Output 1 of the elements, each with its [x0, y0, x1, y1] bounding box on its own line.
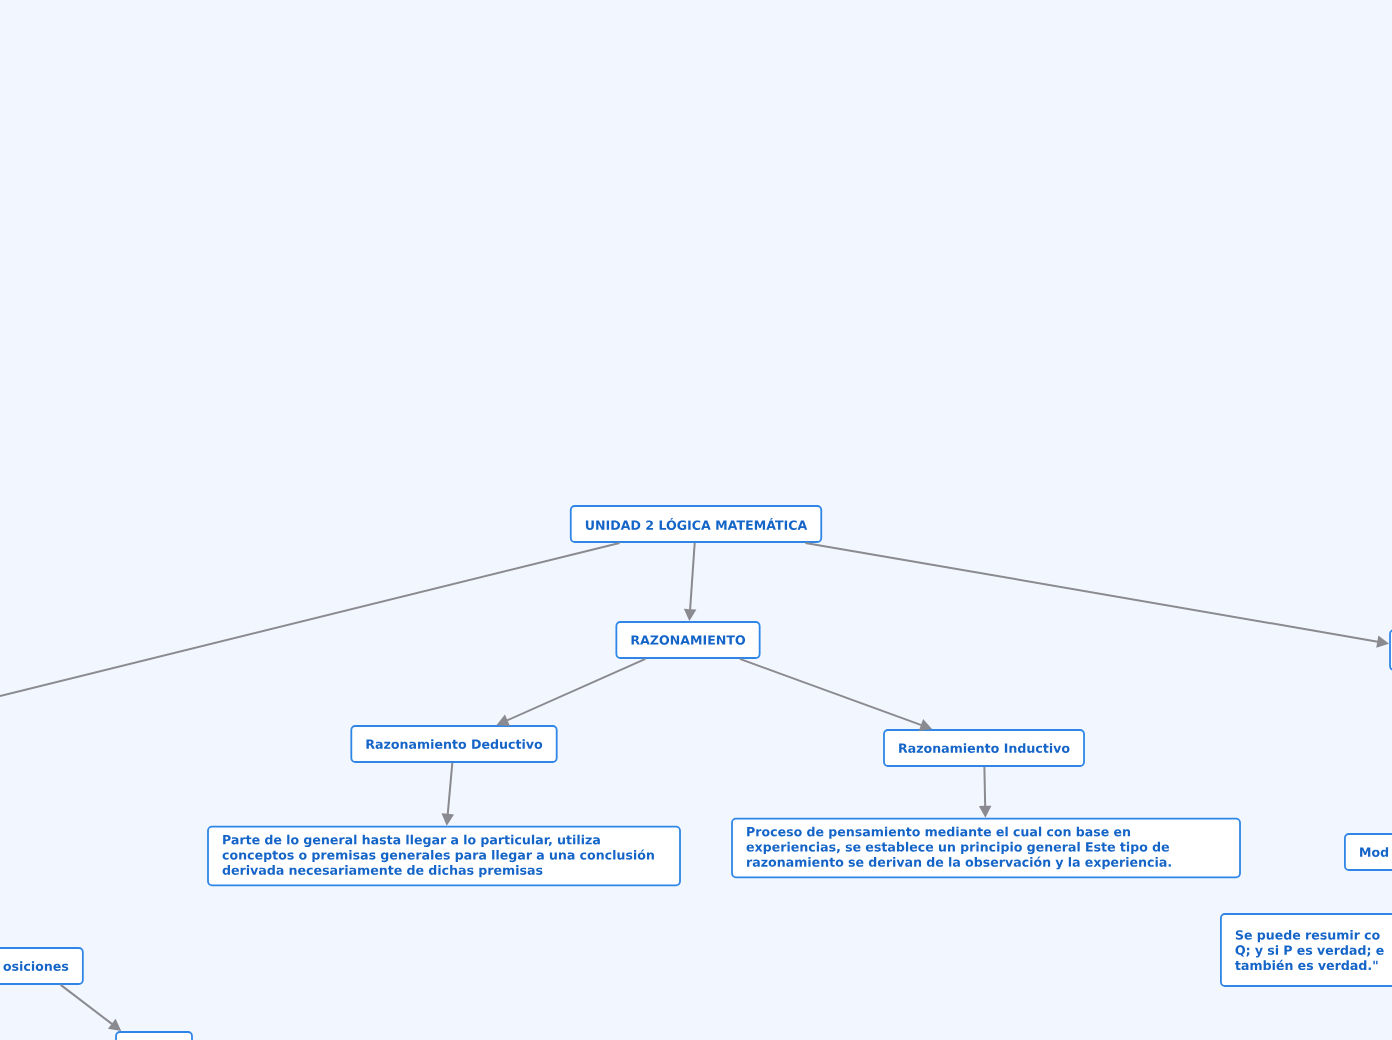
- empty-box: [115, 1031, 193, 1040]
